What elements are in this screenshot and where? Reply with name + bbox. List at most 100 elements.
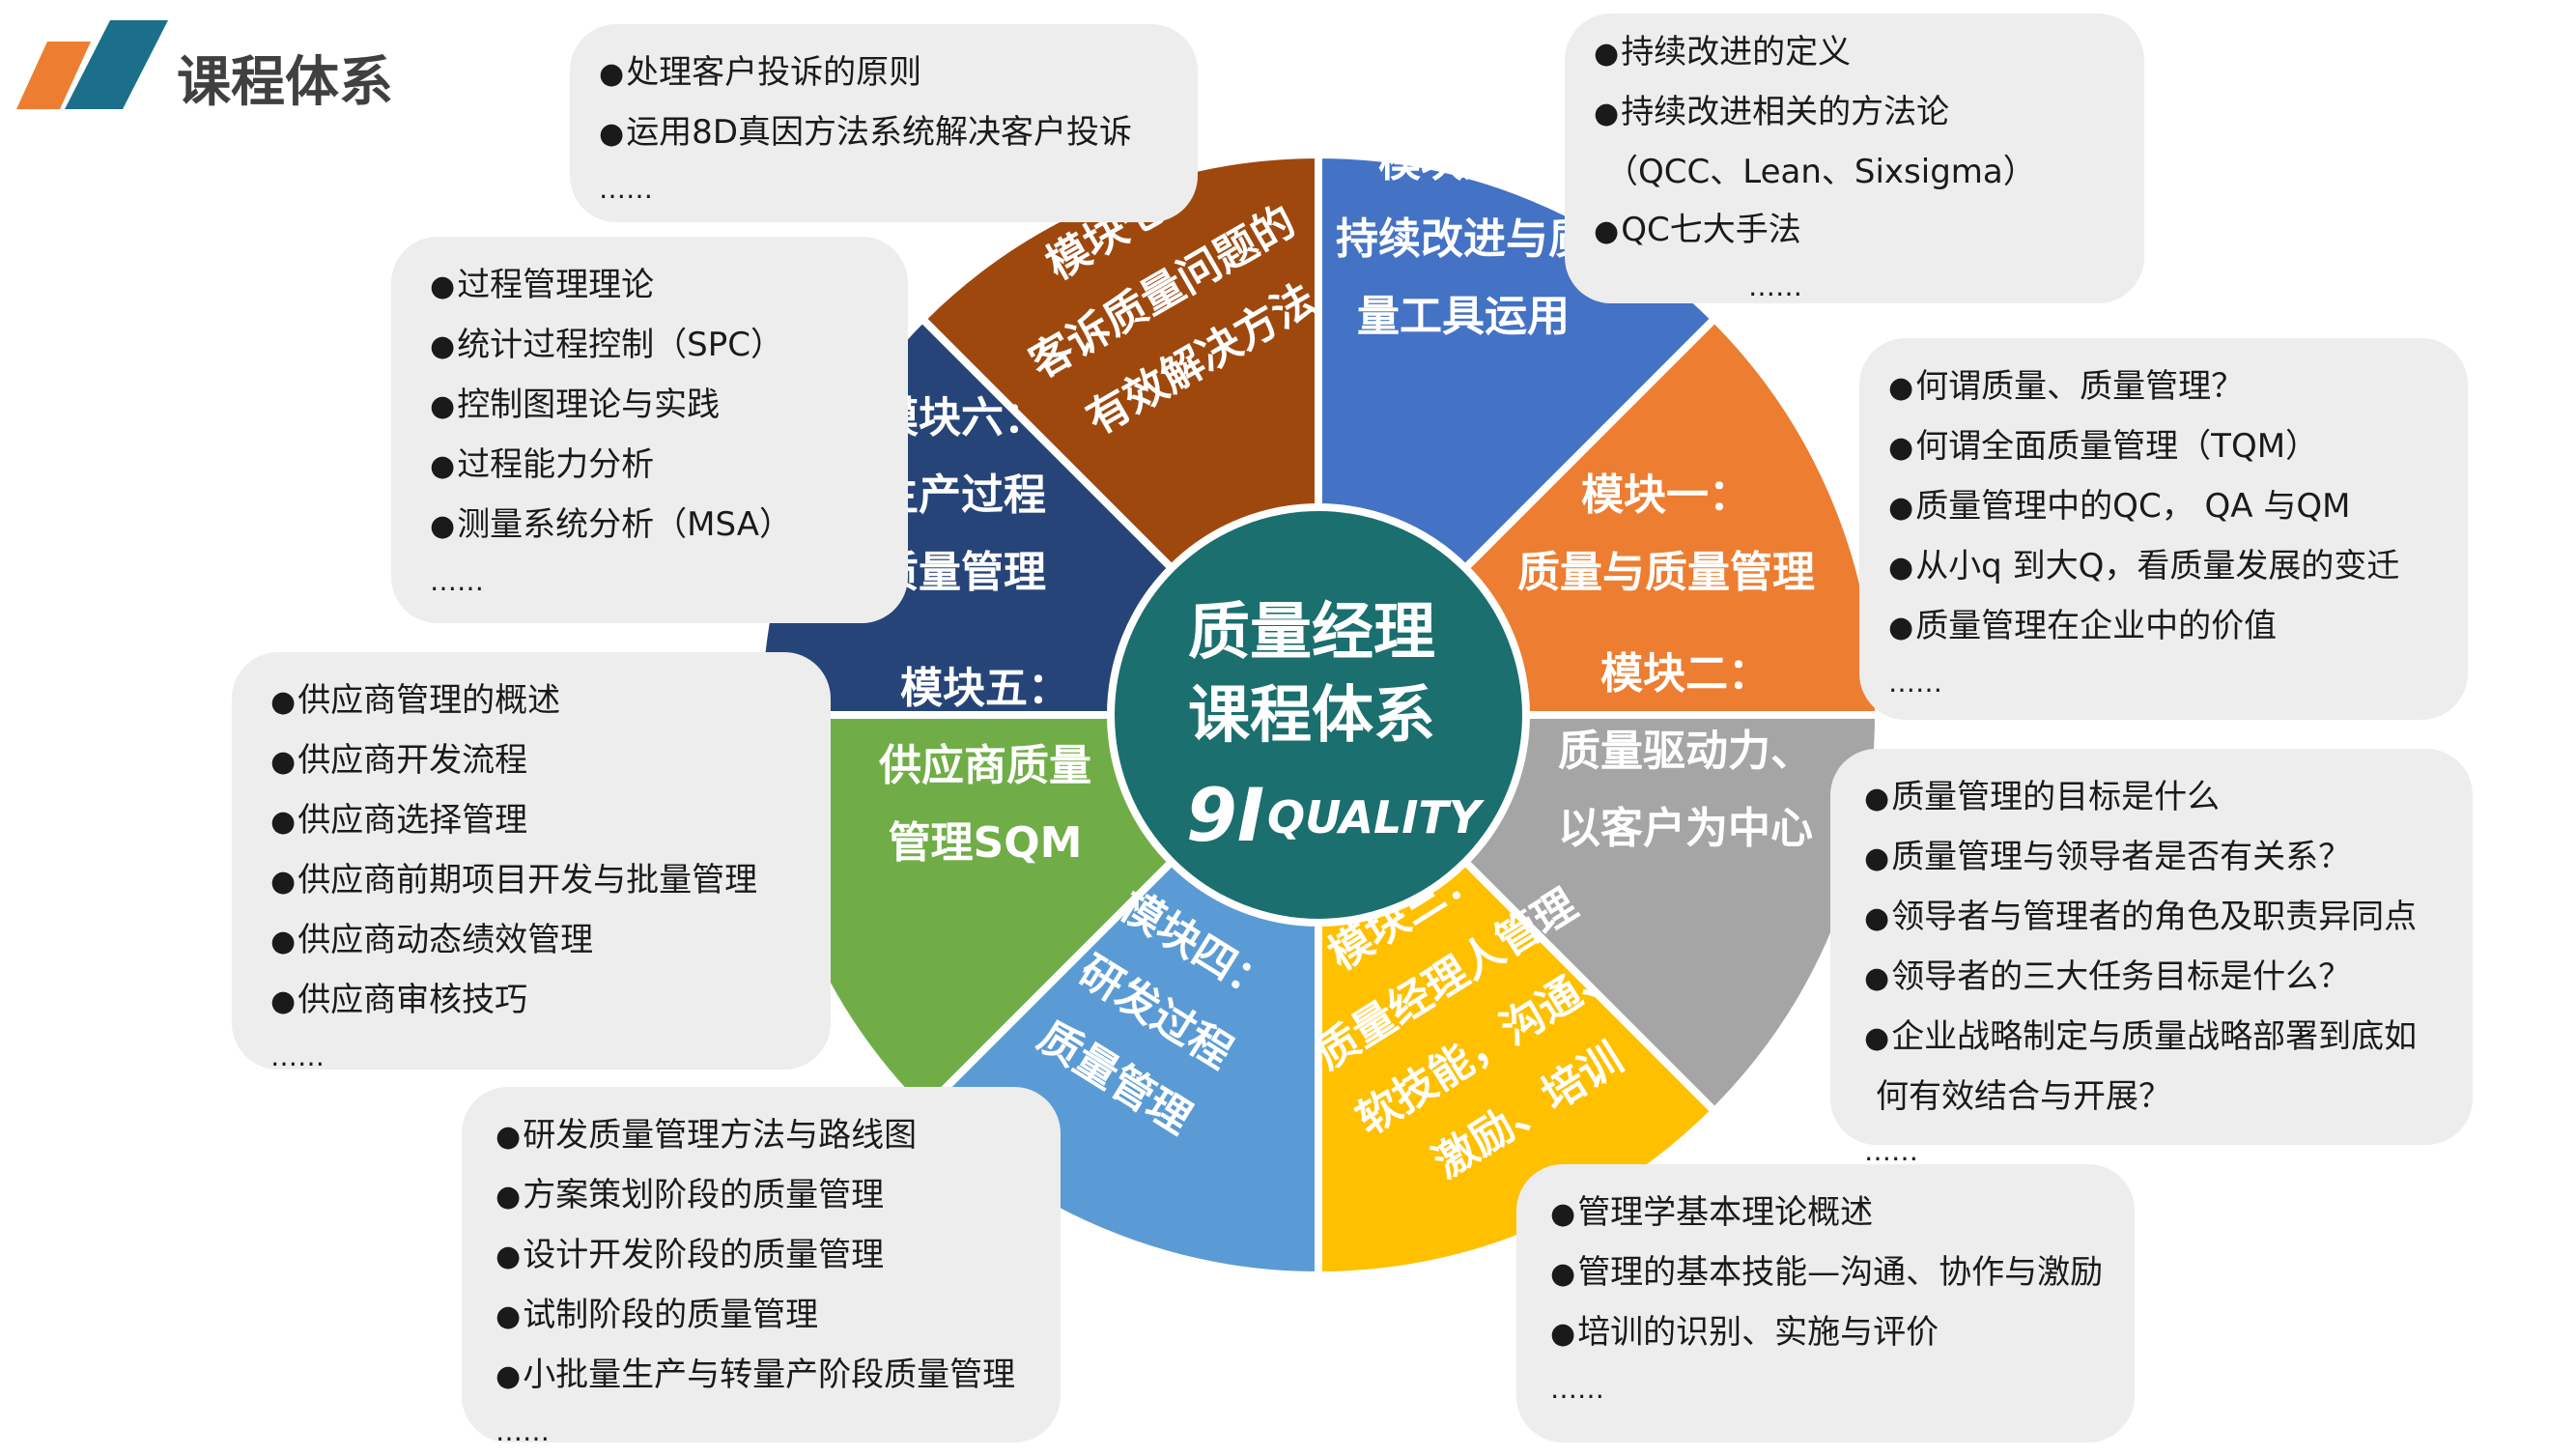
bullet-item: ●QC七大手法 bbox=[1594, 201, 2144, 261]
box-module-2: ●质量管理的目标是什么●质量管理与领导者是否有关系？●领导者与管理者的角色及职责… bbox=[1830, 749, 2473, 1167]
bullet-item: ●领导者与管理者的角色及职责异同点 bbox=[1864, 888, 2473, 948]
bullet-text: 领导者与管理者的角色及职责异同点 bbox=[1891, 898, 2418, 936]
bullet-item: ●研发质量管理方法与路线图 bbox=[495, 1106, 1061, 1166]
bullet-icon: ● bbox=[1594, 97, 1620, 130]
bullet-icon: ● bbox=[430, 329, 456, 363]
module-name-line: 质量与质量管理 bbox=[1517, 548, 1815, 597]
bullet-icon: ● bbox=[270, 685, 297, 719]
bullet-icon: ● bbox=[495, 1120, 522, 1154]
bullet-icon: ● bbox=[599, 117, 625, 151]
bullet-item: ●测量系统分析（MSA） bbox=[430, 496, 908, 556]
more-ellipsis: …… bbox=[1748, 271, 1802, 302]
bullet-icon: ● bbox=[1888, 431, 1914, 465]
box-module-6: ●过程管理理论●统计过程控制（SPC）●控制图理论与实践●过程能力分析●测量系统… bbox=[391, 237, 908, 623]
bullet-item: ●运用8D真因方法系统解决客户投诉 bbox=[599, 103, 1198, 163]
module-name-line: 质量驱动力、 bbox=[1558, 727, 1813, 776]
bullet-icon: ● bbox=[1888, 491, 1914, 525]
bullet-list: ●管理学基本理论概述●管理的基本技能—沟通、协作与激励●培训的识别、实施与评价 bbox=[1550, 1184, 2135, 1363]
module-name-line: 管理SQM bbox=[889, 818, 1083, 868]
bullet-text: （QCC、Lean、Sixsigma） bbox=[1605, 153, 2036, 191]
module-name-line: 持续改进与质 bbox=[1336, 214, 1591, 264]
bullet-item: ●统计过程控制（SPC） bbox=[430, 316, 908, 376]
bullet-list: ●过程管理理论●统计过程控制（SPC）●控制图理论与实践●过程能力分析●测量系统… bbox=[430, 256, 908, 556]
bullet-text: 测量系统分析（MSA） bbox=[457, 505, 792, 544]
bullet-item: ●持续改进相关的方法论 bbox=[1594, 83, 2144, 143]
bullet-list: ●研发质量管理方法与路线图●方案策划阶段的质量管理●设计开发阶段的质量管理●试制… bbox=[495, 1106, 1061, 1406]
bullet-icon: ● bbox=[1864, 842, 1890, 875]
sector-label-m2: 模块二：质量驱动力、以客户为中心 bbox=[1558, 649, 1813, 853]
bullet-text: 过程管理理论 bbox=[457, 266, 655, 304]
bullet-icon: ● bbox=[1888, 611, 1914, 644]
bullet-item: ●质量管理的目标是什么 bbox=[1864, 768, 2473, 828]
bullet-text: 供应商动态绩效管理 bbox=[297, 921, 594, 959]
bullet-item: ●处理客户投诉的原则 bbox=[599, 43, 1198, 103]
bullet-icon: ● bbox=[1550, 1317, 1576, 1351]
bullet-list: ●何谓质量、质量管理？●何谓全面质量管理（TQM）●质量管理中的QC， QA 与… bbox=[1888, 357, 2468, 657]
bullet-item: ●试制阶段的质量管理 bbox=[495, 1286, 1061, 1346]
center-title-line2: 课程体系 bbox=[1188, 680, 1435, 752]
bullet-text: 质量管理的目标是什么 bbox=[1891, 778, 2221, 816]
bullet-item: ●从小q 到大Q，看质量发展的变迁 bbox=[1888, 537, 2468, 597]
bullet-item: ●质量管理中的QC， QA 与QM bbox=[1888, 477, 2468, 537]
bullet-text: 试制阶段的质量管理 bbox=[523, 1296, 819, 1334]
bullet-item: ●管理学基本理论概述 bbox=[1550, 1184, 2135, 1243]
bullet-item: ●供应商审核技巧 bbox=[270, 971, 831, 1031]
module-name-line: 以客户为中心 bbox=[1558, 804, 1813, 853]
bullet-item: ●供应商管理的概述 bbox=[270, 671, 831, 731]
bullet-item-continuation: （QCC、Lean、Sixsigma） bbox=[1594, 143, 2144, 201]
bullet-list: ●持续改进的定义●持续改进相关的方法论（QCC、Lean、Sixsigma）●Q… bbox=[1594, 23, 2144, 261]
bullet-item: ●领导者的三大任务目标是什么？ bbox=[1864, 948, 2473, 1008]
bullet-icon: ● bbox=[270, 745, 297, 779]
bullet-icon: ● bbox=[1864, 901, 1890, 935]
bullet-icon: ● bbox=[270, 985, 297, 1018]
bullet-item: ●小批量生产与转量产阶段质量管理 bbox=[495, 1346, 1061, 1406]
bullet-text: 供应商前期项目开发与批量管理 bbox=[297, 861, 758, 899]
bullet-icon: ● bbox=[430, 509, 456, 543]
module-title: 模块五： bbox=[900, 664, 1070, 713]
bullet-icon: ● bbox=[1550, 1257, 1576, 1291]
bullet-text: 研发质量管理方法与路线图 bbox=[523, 1116, 918, 1155]
bullet-list: ●处理客户投诉的原则●运用8D真因方法系统解决客户投诉 bbox=[599, 43, 1198, 163]
logo-text: QUALITY bbox=[1267, 791, 1486, 843]
bullet-item: ●培训的识别、实施与评价 bbox=[1550, 1303, 2135, 1363]
box-module-1: ●何谓质量、质量管理？●何谓全面质量管理（TQM）●质量管理中的QC， QA 与… bbox=[1859, 338, 2468, 720]
bullet-text: 供应商选择管理 bbox=[297, 801, 528, 840]
box-module-4: ●研发质量管理方法与路线图●方案策划阶段的质量管理●设计开发阶段的质量管理●试制… bbox=[462, 1087, 1061, 1447]
bullet-icon: ● bbox=[1550, 1197, 1576, 1231]
bullet-list: ●供应商管理的概述●供应商开发流程●供应商选择管理●供应商前期项目开发与批量管理… bbox=[270, 671, 831, 1031]
bullet-icon: ● bbox=[599, 57, 625, 91]
bullet-item: ●控制图理论与实践 bbox=[430, 376, 908, 436]
bullet-text: 小批量生产与转量产阶段质量管理 bbox=[523, 1356, 1016, 1394]
module-title: 模块八： bbox=[1378, 137, 1548, 186]
bullet-icon: ● bbox=[495, 1180, 522, 1213]
bullet-icon: ● bbox=[1864, 961, 1890, 995]
bullet-text: 持续改进相关的方法论 bbox=[1621, 93, 1950, 131]
more-ellipsis: …… bbox=[1864, 1135, 1918, 1167]
bullet-icon: ● bbox=[1864, 1021, 1890, 1055]
bullet-text: 方案策划阶段的质量管理 bbox=[523, 1176, 885, 1214]
slash-logo-icon bbox=[16, 20, 168, 109]
bullet-text: 培训的识别、实施与评价 bbox=[1577, 1313, 1939, 1352]
bullet-icon: ● bbox=[430, 270, 456, 303]
bullet-text: 质量管理中的QC， QA 与QM bbox=[1915, 487, 2351, 526]
bullet-text: 质量管理在企业中的价值 bbox=[1915, 607, 2278, 645]
bullet-icon: ● bbox=[1888, 371, 1914, 405]
bullet-text: 运用8D真因方法系统解决客户投诉 bbox=[626, 113, 1132, 152]
bullet-item: ●过程能力分析 bbox=[430, 436, 908, 496]
bullet-text: 供应商管理的概述 bbox=[297, 681, 561, 720]
bullet-item: ●质量管理与领导者是否有关系？ bbox=[1864, 828, 2473, 888]
bullet-text: 从小q 到大Q，看质量发展的变迁 bbox=[1915, 547, 2400, 585]
bullet-item: ●何谓质量、质量管理？ bbox=[1888, 357, 2468, 417]
module-name-line: 供应商质量 bbox=[879, 741, 1091, 790]
bullet-icon: ● bbox=[1594, 37, 1620, 71]
bullet-text: 何谓全面质量管理（TQM） bbox=[1915, 427, 2319, 466]
box-module-7: ●处理客户投诉的原则●运用8D真因方法系统解决客户投诉…… bbox=[570, 24, 1198, 222]
bullet-text: 控制图理论与实践 bbox=[457, 385, 721, 424]
bullet-icon: ● bbox=[270, 865, 297, 899]
bullet-text: 质量管理与领导者是否有关系？ bbox=[1891, 838, 2352, 876]
bullet-icon: ● bbox=[270, 925, 297, 958]
center-circle bbox=[1107, 503, 1530, 927]
header: 课程体系 bbox=[0, 0, 502, 135]
